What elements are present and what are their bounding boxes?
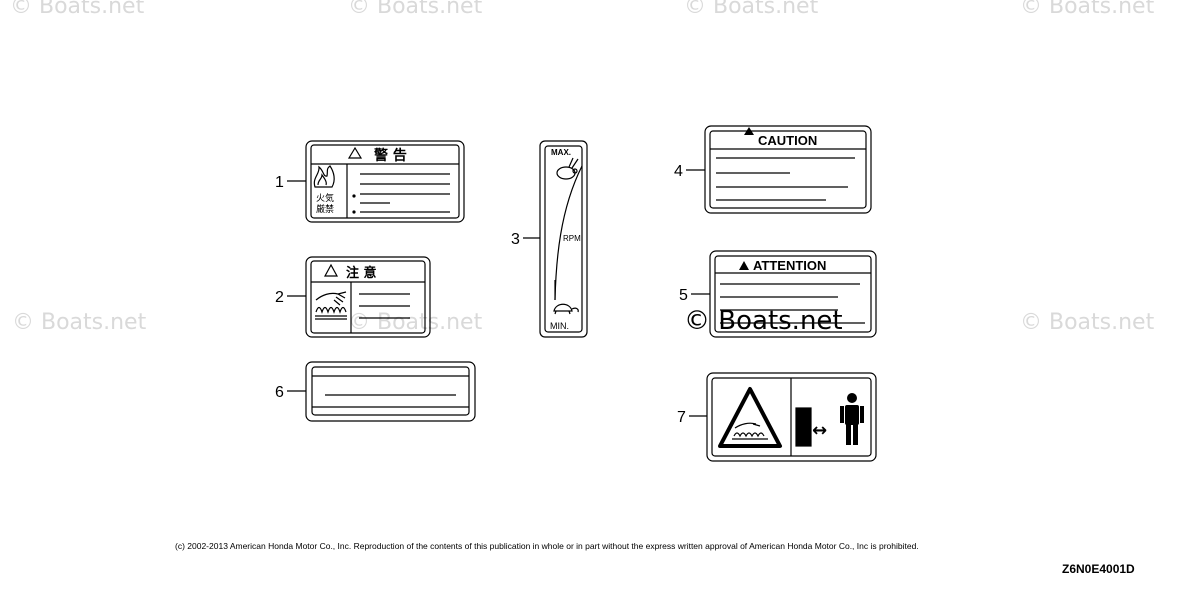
rabbit-icon [556,157,579,180]
diagram-code: Z6N0E4001D [1062,562,1135,576]
label-2-caution[interactable] [305,256,431,338]
min-text: MIN. [550,321,569,331]
warning-triangle-icon [347,146,363,159]
label-7-pictogram[interactable] [706,372,877,462]
rpm-text: RPM [563,234,581,243]
caution-triangle-icon [744,127,754,135]
hot-surface-warning-icon [718,387,782,448]
callout-5: 5 [679,287,688,304]
caution-text: CAUTION [758,133,817,148]
person-icon [840,393,864,445]
watermark: © Boats.net [10,0,145,19]
watermark: © Boats.net [1020,0,1155,19]
fire-jp-text-1: 火気 [316,192,334,204]
rpm-curve [554,165,583,301]
callout-4: 4 [674,163,683,180]
watermark: © Boats.net [1020,310,1155,335]
copyright-notice: (c) 2002-2013 American Honda Motor Co., … [175,541,919,551]
flame-icon [313,165,335,188]
label-6-blank[interactable] [305,361,476,422]
bullet-dot [352,210,356,214]
label-5-attention[interactable] [709,250,877,338]
warning-jp-text: 警 告 [374,147,407,164]
label-1-warning[interactable] [305,140,465,223]
fire-jp-text-2: 厳禁 [316,203,334,215]
warning-triangle-icon [323,263,339,277]
watermark: © Boats.net [12,310,147,335]
max-text: MAX. [551,148,571,157]
turtle-icon [553,303,579,315]
callout-6: 6 [275,384,284,401]
attention-triangle-icon [739,261,749,270]
bullet-dot [352,194,356,198]
callout-7: 7 [677,409,686,426]
callout-3: 3 [511,231,520,248]
attention-text: ATTENTION [753,258,826,273]
label-3-throttle-rpm[interactable] [539,140,588,338]
caution-jp-text: 注 意 [346,265,377,281]
callout-2: 2 [275,289,284,306]
double-arrow-icon: ↔ [812,420,827,441]
watermark: © Boats.net [348,0,483,19]
callout-1: 1 [275,174,284,191]
engine-block-icon [795,407,812,447]
watermark: © Boats.net [348,310,483,335]
hot-surface-hand-icon [315,291,347,320]
watermark: © Boats.net [684,0,819,19]
